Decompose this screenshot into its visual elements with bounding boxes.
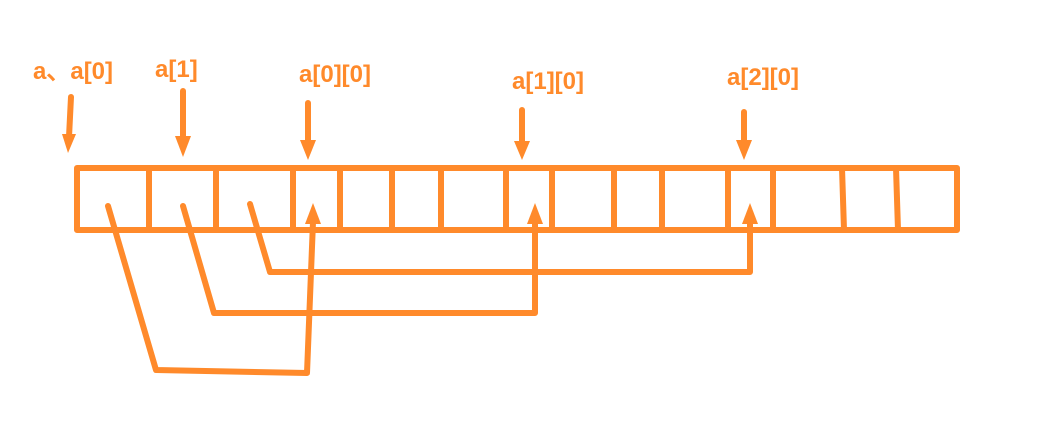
label-a20: a[2][0] (727, 64, 799, 91)
cell-divider (893, 165, 901, 233)
down-arrows (62, 88, 752, 160)
label-a1: a[1] (155, 56, 198, 83)
strip-outline (74, 165, 960, 233)
pointer-connectors (105, 201, 758, 376)
connector-a1-to-a10 (180, 203, 543, 316)
down-arrow-a-a0 (62, 94, 76, 153)
connector-a2-to-a20 (247, 201, 758, 275)
memory-strip (74, 165, 960, 233)
label-a-a0: a、a[0] (33, 58, 113, 85)
label-a00: a[0][0] (299, 61, 371, 88)
down-arrow-a00 (300, 100, 316, 160)
cell-divider (839, 165, 847, 233)
label-a10: a[1][0] (512, 68, 584, 95)
down-arrow-a10 (514, 107, 530, 160)
down-arrow-a1 (175, 88, 191, 157)
down-arrow-a20 (736, 109, 752, 160)
connector-a0-to-a00 (105, 203, 321, 376)
